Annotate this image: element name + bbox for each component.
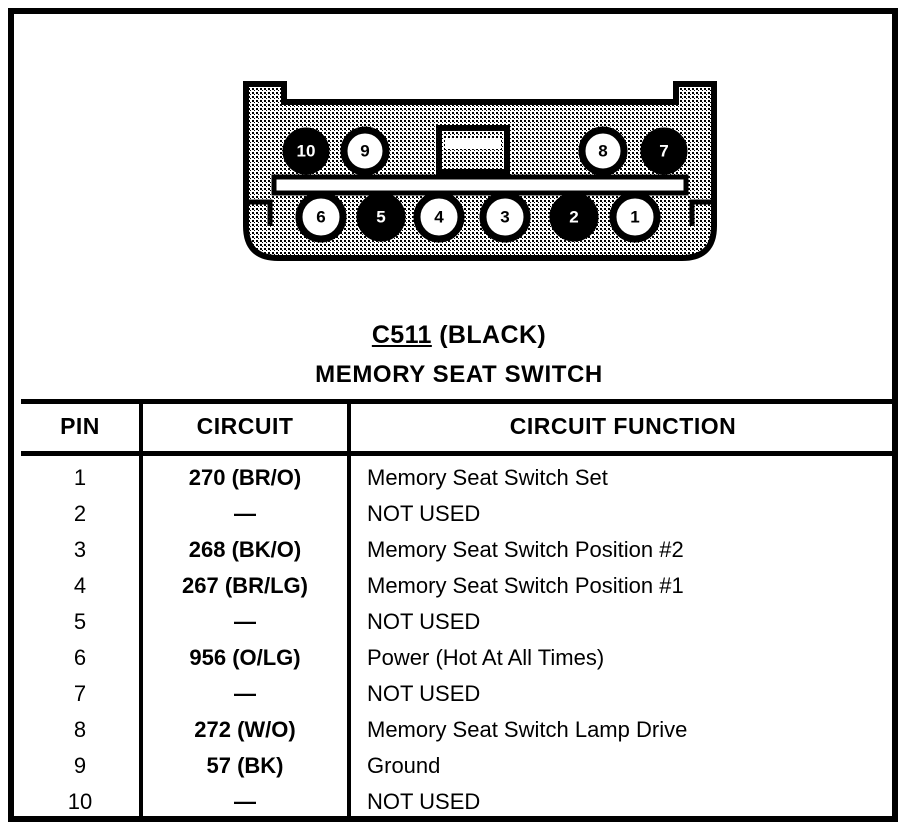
connector-latch-tab: [436, 125, 510, 175]
cell-pin: 6: [21, 640, 143, 676]
table-row: 4 267 (BR/LG) Memory Seat Switch Positio…: [21, 568, 895, 604]
connector-pin-1-label: 1: [630, 208, 639, 227]
connector-id-label: C511: [371, 321, 432, 349]
cell-function: Memory Seat Switch Lamp Drive: [367, 716, 688, 742]
pinout-table-body: 1 270 (BR/O) Memory Seat Switch Set 2 — …: [21, 453, 895, 820]
cell-function: Power (Hot At All Times): [367, 644, 605, 670]
caption-connector-line: C511 (BLACK): [14, 320, 904, 350]
pinout-table-header: PIN CIRCUIT CIRCUIT FUNCTION: [21, 399, 895, 456]
connector-pin-9-label: 9: [360, 142, 369, 161]
cell-circuit: 956 (O/LG): [141, 640, 351, 676]
table-row: 5 — NOT USED: [21, 604, 895, 640]
cell-function: Memory Seat Switch Set: [367, 464, 608, 490]
cell-circuit: 267 (BR/LG): [141, 568, 351, 604]
cell-pin: 10: [21, 784, 143, 820]
cell-function: NOT USED: [367, 680, 481, 706]
connector-pin-3-label: 3: [500, 208, 509, 227]
connector-pin-4: 4: [413, 191, 465, 243]
connector-pin-1: 1: [609, 191, 661, 243]
connector-latch-slot: [445, 138, 501, 149]
table-row: 7 — NOT USED: [21, 676, 895, 712]
cell-circuit: —: [141, 676, 351, 712]
table-row: 3 268 (BK/O) Memory Seat Switch Position…: [21, 532, 895, 568]
table-header-row: PIN CIRCUIT CIRCUIT FUNCTION: [21, 399, 895, 456]
pinout-table: PIN CIRCUIT CIRCUIT FUNCTION 1 270 (BR/O…: [21, 399, 895, 820]
cell-circuit: —: [141, 496, 351, 532]
connector-illustration: 10 9 8 7: [236, 76, 724, 268]
cell-circuit: 272 (W/O): [141, 712, 351, 748]
cell-function: Memory Seat Switch Position #2: [367, 536, 684, 562]
table-row: 8 272 (W/O) Memory Seat Switch Lamp Driv…: [21, 712, 895, 748]
table-row: 9 57 (BK) Ground: [21, 748, 895, 784]
connector-pin-10-label: 10: [297, 142, 316, 161]
cell-pin: 4: [21, 568, 143, 604]
cell-function: Ground: [367, 752, 441, 778]
connector-svg: 10 9 8 7: [243, 81, 717, 261]
connector-pin-10: 10: [282, 127, 330, 175]
connector-right-step-notch: [689, 199, 714, 226]
connector-pin-5-label: 5: [376, 208, 385, 227]
connector-pin-8-label: 8: [598, 142, 607, 161]
connector-top-pin-row: 10 9 8 7: [282, 126, 688, 176]
cell-pin: 5: [21, 604, 143, 640]
cell-function: Memory Seat Switch Position #1: [367, 572, 684, 598]
table-row: 2 — NOT USED: [21, 496, 895, 532]
cell-pin: 2: [21, 496, 143, 532]
cell-function: NOT USED: [367, 500, 481, 526]
connector-pin-6-label: 6: [316, 208, 325, 227]
connector-pin-6: 6: [295, 191, 347, 243]
cell-pin: 9: [21, 748, 143, 784]
connector-pin-3: 3: [479, 191, 531, 243]
pinout-table-container: PIN CIRCUIT CIRCUIT FUNCTION 1 270 (BR/O…: [21, 399, 897, 820]
column-header-circuit-function: CIRCUIT FUNCTION: [349, 399, 895, 456]
cell-circuit: 57 (BK): [141, 748, 351, 784]
connector-pin-2: 2: [549, 192, 599, 242]
connector-divider-bar: [271, 174, 689, 196]
cell-circuit: 268 (BK/O): [141, 532, 351, 568]
column-header-pin: PIN: [21, 399, 143, 456]
connector-color-label: (BLACK): [439, 321, 547, 349]
connector-pin-7: 7: [640, 127, 688, 175]
cell-pin: 8: [21, 712, 143, 748]
component-name-label: MEMORY SEAT SWITCH: [315, 361, 603, 388]
connector-bottom-pin-row: 6 5 4 3 2: [295, 191, 661, 243]
table-row: 1 270 (BR/O) Memory Seat Switch Set: [21, 453, 895, 496]
connector-pin-9: 9: [340, 126, 390, 176]
table-row: 6 956 (O/LG) Power (Hot At All Times): [21, 640, 895, 676]
connector-pin-2-label: 2: [569, 208, 578, 227]
cell-pin: 7: [21, 676, 143, 712]
connector-left-step-notch: [246, 199, 273, 226]
cell-pin: 1: [21, 453, 143, 496]
page-border-frame: 10 9 8 7: [8, 8, 898, 822]
column-header-circuit: CIRCUIT: [141, 399, 351, 456]
cell-function: NOT USED: [367, 788, 481, 814]
figure-caption: C511 (BLACK) MEMORY SEAT SWITCH: [14, 320, 904, 390]
connector-pin-8: 8: [578, 126, 628, 176]
connector-pin-4-label: 4: [434, 208, 444, 227]
cell-pin: 3: [21, 532, 143, 568]
connector-pin-7-label: 7: [659, 142, 668, 161]
table-row: 10 — NOT USED: [21, 784, 895, 820]
cell-function: NOT USED: [367, 608, 481, 634]
cell-circuit: 270 (BR/O): [141, 453, 351, 496]
connector-pin-5: 5: [356, 192, 406, 242]
cell-circuit: —: [141, 784, 351, 820]
cell-circuit: —: [141, 604, 351, 640]
